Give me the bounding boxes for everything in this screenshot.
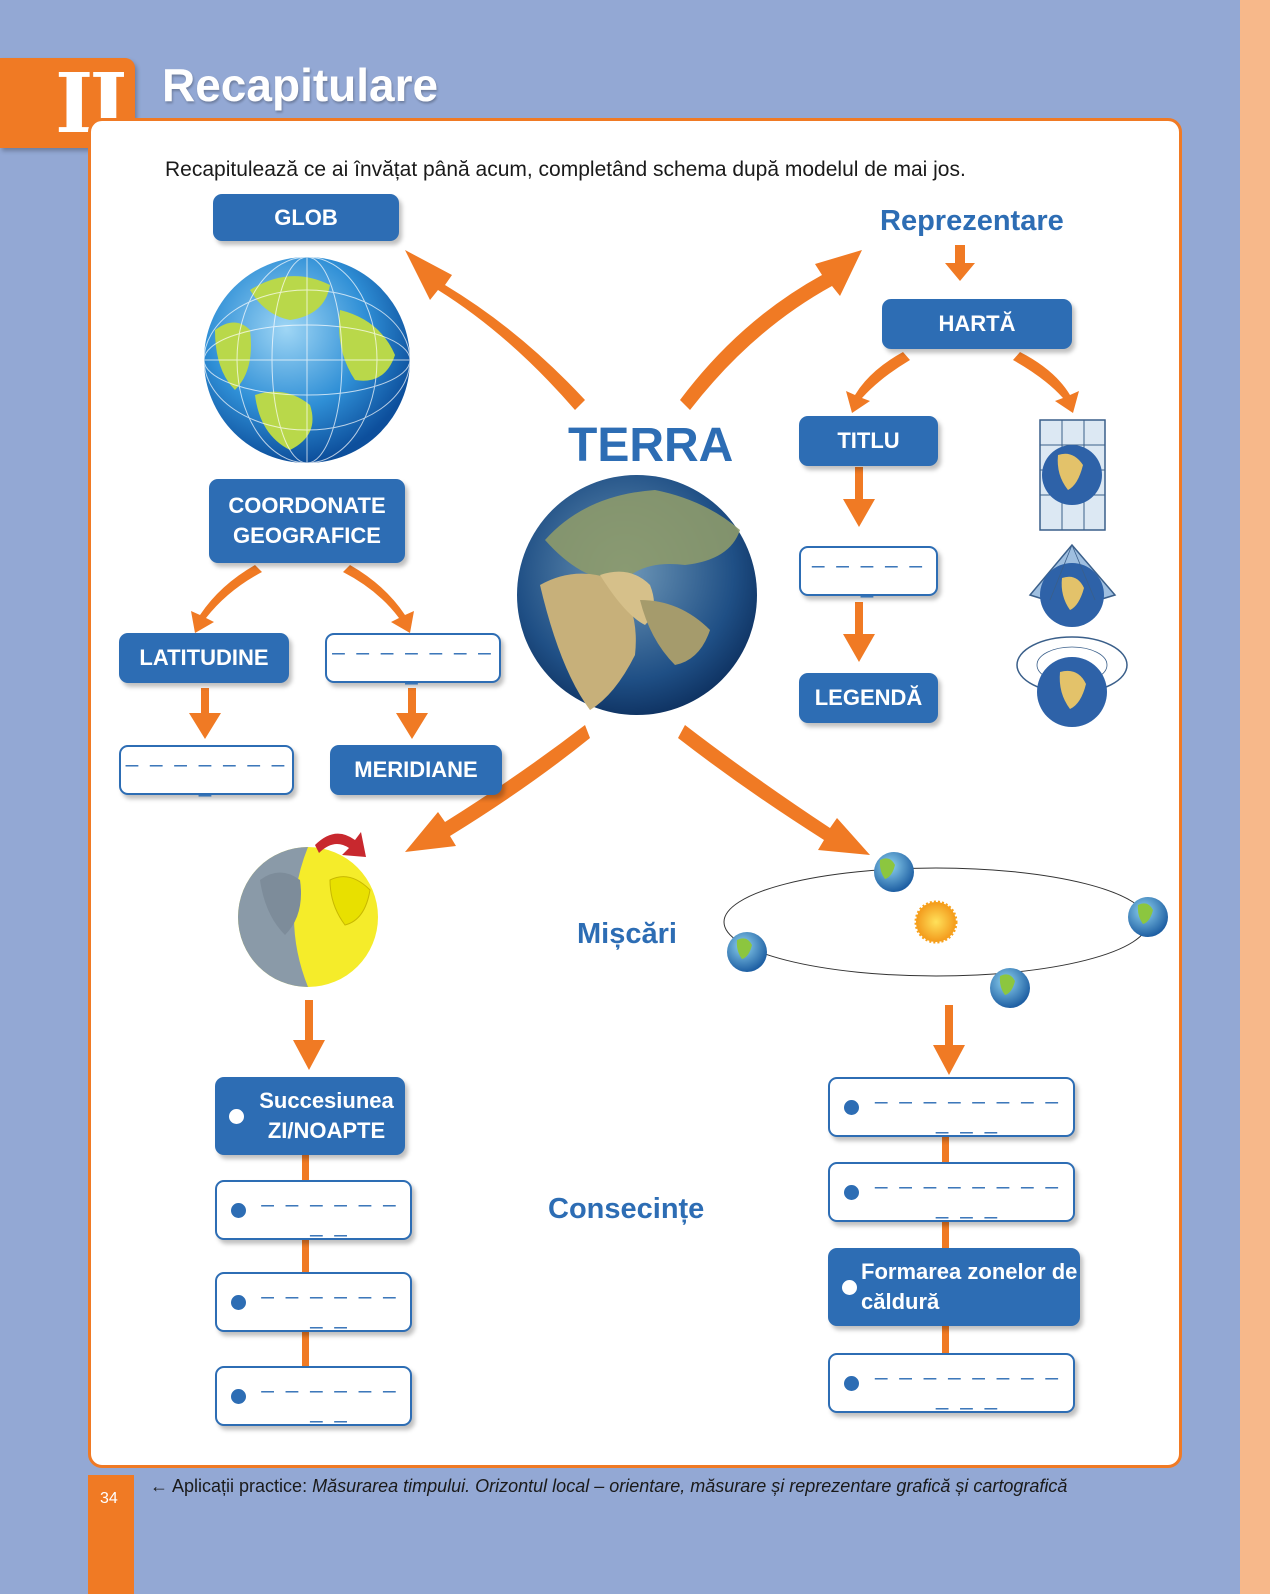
bullet-text: _ _ _ _ _ _ _ _ _ _ _ (875, 1164, 1061, 1219)
rotation-globe (238, 832, 378, 987)
bullet-dot (231, 1388, 246, 1404)
legend-box: LEGENDĂ (799, 673, 938, 723)
bullet-dot (844, 1375, 859, 1391)
blank-parallels-box[interactable]: _ _ _ _ _ _ _ _ (119, 742, 294, 797)
arrow-to-glob (405, 250, 585, 410)
bullet-blank-3[interactable]: _ _ _ _ _ _ _ _ (215, 1366, 412, 1426)
instruction-text: Recapitulează ce ai învățat până acum, c… (165, 158, 966, 181)
page-number-tab (88, 1475, 134, 1594)
movements-label: Mișcări (577, 918, 677, 950)
consequences-label: Consecințe (548, 1193, 705, 1225)
latitude-box: LATITUDINE (119, 633, 289, 683)
bullet-blank-5[interactable]: _ _ _ _ _ _ _ _ _ _ _ (828, 1162, 1075, 1222)
bullet-dot (229, 1108, 244, 1124)
representation-heading: Reprezentare (880, 205, 1064, 237)
terra-globe (517, 475, 757, 715)
bullet-heat-zones: Formarea zonelor de căldură (828, 1248, 1080, 1326)
small-arrows (189, 245, 1079, 1075)
bullet-text: _ _ _ _ _ _ _ _ (261, 1368, 399, 1423)
bullet-dot (844, 1099, 859, 1115)
bullet-dot (231, 1202, 246, 1218)
bullet-day-night: Succesiunea ZI/NOAPTE (215, 1077, 405, 1155)
bullet-dot (842, 1279, 857, 1295)
coordinates-box: COORDONATE GEOGRAFICE (209, 479, 405, 563)
azimuthal-projection (1016, 636, 1128, 727)
title-box: TITLU (799, 416, 938, 466)
glob-box: GLOB (213, 194, 399, 241)
bullet-blank-4[interactable]: _ _ _ _ _ _ _ _ _ _ _ (828, 1077, 1075, 1137)
side-strip (1240, 0, 1270, 1594)
blank-scale-box[interactable]: _ _ _ _ _ _ (799, 543, 938, 598)
bullet-text: _ _ _ _ _ _ _ _ (261, 1274, 399, 1329)
meridians-box: MERIDIANE (330, 745, 502, 795)
bullet-text: Succesiunea ZI/NOAPTE (259, 1088, 394, 1143)
conical-projection (1028, 543, 1117, 627)
footer-label: Aplicații practice: (172, 1476, 308, 1496)
bullet-blank-1[interactable]: _ _ _ _ _ _ _ _ (215, 1180, 412, 1240)
bullet-blank-2[interactable]: _ _ _ _ _ _ _ _ (215, 1272, 412, 1332)
back-arrow-icon: ← (150, 1476, 168, 1496)
footer-text: Măsurarea timpului. Orizontul local – or… (312, 1476, 1068, 1496)
arrow-to-representation (680, 250, 862, 410)
center-title: TERRA (568, 419, 734, 472)
page-number: 34 (100, 1490, 118, 1507)
arrow-to-revolution (678, 725, 870, 855)
cylindrical-projection (1039, 419, 1106, 531)
orbit-illustration (723, 852, 1168, 1008)
page-title: Recapitulare (162, 59, 439, 111)
bullet-dot (231, 1294, 246, 1310)
blank-longitude-box[interactable]: _ _ _ _ _ _ _ _ (325, 630, 501, 685)
map-box: HARTĂ (882, 299, 1072, 349)
bullet-text: _ _ _ _ _ _ _ _ (261, 1182, 399, 1237)
bullet-dot (844, 1184, 859, 1200)
bullet-text: Formarea zonelor de căldură (861, 1259, 1078, 1314)
glob-illustration (203, 256, 411, 464)
bullet-text: _ _ _ _ _ _ _ _ _ _ _ (875, 1355, 1061, 1410)
footer-note: ← Aplicații practice: Măsurarea timpului… (150, 1476, 1067, 1497)
bullet-text: _ _ _ _ _ _ _ _ _ _ _ (875, 1079, 1061, 1134)
bullet-blank-6[interactable]: _ _ _ _ _ _ _ _ _ _ _ (828, 1353, 1075, 1413)
